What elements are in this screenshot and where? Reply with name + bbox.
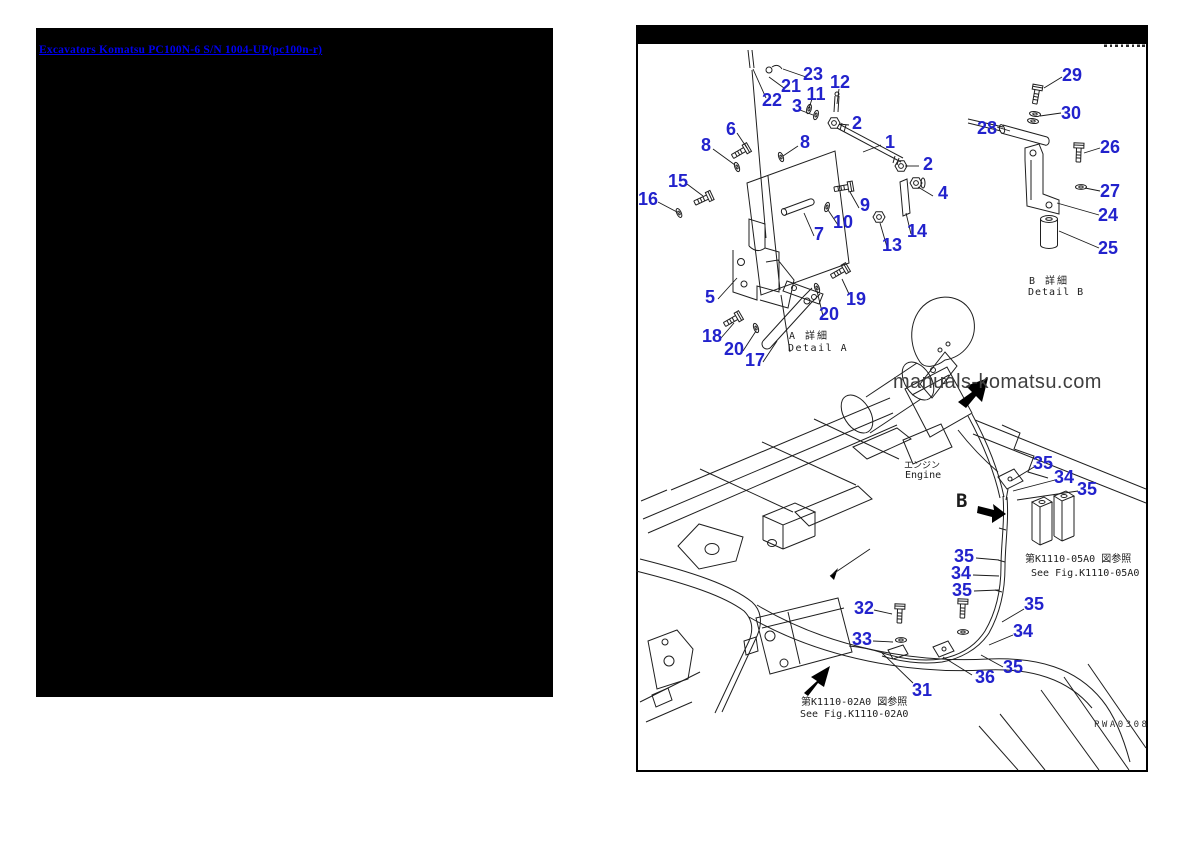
left-black-panel: Excavators Komatsu PC100N-6 S/N 1004-UP(… xyxy=(36,28,553,697)
detail-b-label-en: Detail B xyxy=(1028,287,1085,298)
detail-a-label-en: Detail A xyxy=(788,343,849,354)
see-fig-02-label-en: See Fig.K1110-02A0 xyxy=(800,709,909,720)
engine-label-en: Engine xyxy=(905,470,942,481)
see-fig-05-label-jp: 第K1110-05A0 図参照 xyxy=(1025,554,1132,565)
engine-label-jp: エンジン xyxy=(904,461,941,471)
diagram-top-bar xyxy=(638,25,1146,44)
see-fig-05-label-en: See Fig.K1110-05A0 xyxy=(1031,568,1140,579)
parts-diagram-panel xyxy=(636,25,1148,772)
drawing-id: PWA0308 xyxy=(1094,720,1150,730)
detail-a-label-jp: A 詳細 xyxy=(789,331,830,342)
detail-b-label-jp: B 詳細 xyxy=(1029,276,1070,287)
section-b-letter: B xyxy=(956,490,968,512)
breadcrumb-link[interactable]: Excavators Komatsu PC100N-6 S/N 1004-UP(… xyxy=(39,44,323,56)
see-fig-02-label-jp: 第K1110-02A0 図参照 xyxy=(801,697,908,708)
watermark: manuals-komatsu.com xyxy=(893,371,1102,393)
